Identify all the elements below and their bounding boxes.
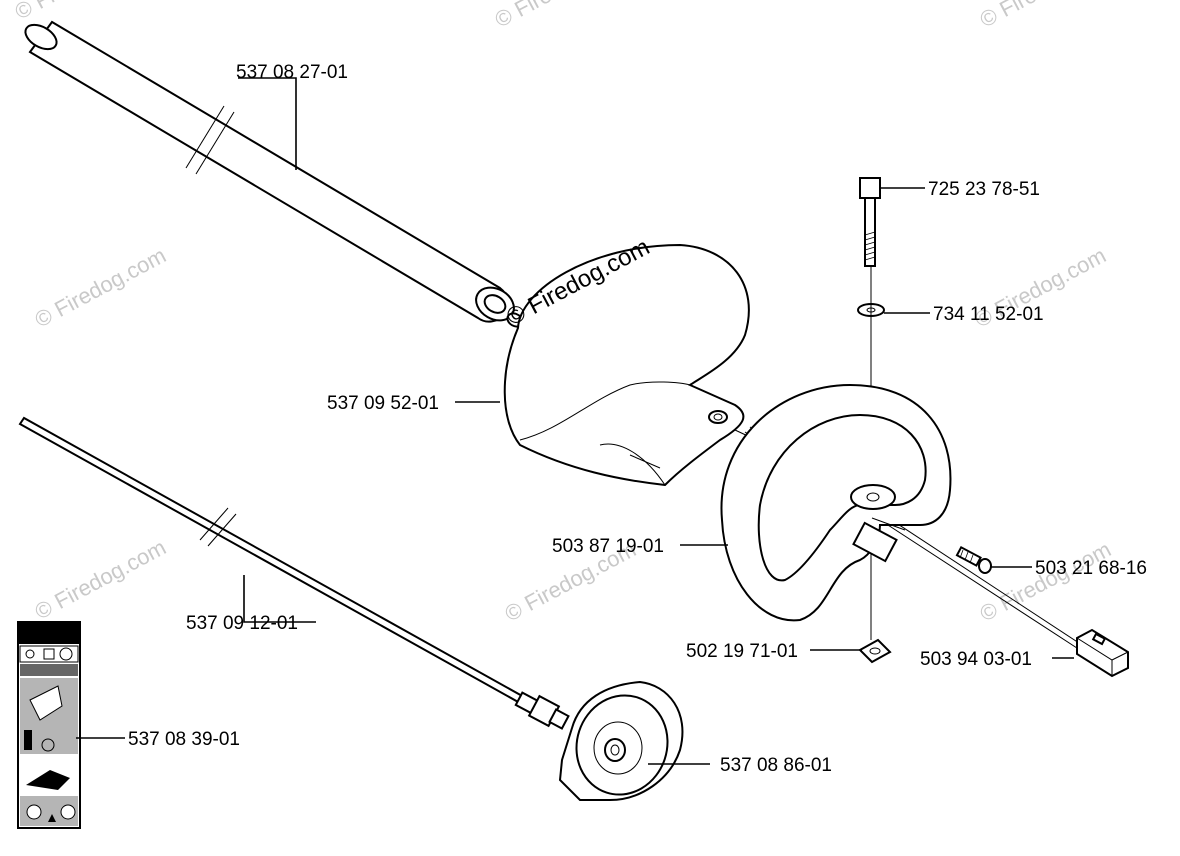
watermark-text: © Firedog.com bbox=[31, 242, 170, 332]
callout-labels: 537 08 27-01 537 09 52-01 537 09 12-01 5… bbox=[128, 62, 1147, 776]
part-number-label: 537 09 52-01 bbox=[327, 393, 439, 414]
watermark-text: © Firedog.com bbox=[31, 534, 170, 624]
part-number-label: 537 08 39-01 bbox=[128, 729, 240, 750]
screw-part[interactable] bbox=[955, 545, 992, 574]
watermark-text: © Firedog.com bbox=[11, 0, 150, 24]
part-number-label: 503 21 68-16 bbox=[1035, 558, 1147, 579]
drive-disc-part[interactable] bbox=[558, 680, 684, 806]
nut-part[interactable] bbox=[858, 638, 892, 664]
part-number-label: 734 11 52-01 bbox=[933, 304, 1044, 325]
part-number-label: 502 19 71-01 bbox=[686, 641, 798, 662]
part-number-label: 503 94 03-01 bbox=[920, 649, 1032, 670]
watermark-text: © Firedog.com bbox=[976, 536, 1115, 626]
watermark-text: © Firedog.com bbox=[491, 0, 630, 32]
part-number-label: 725 23 78-51 bbox=[928, 179, 1040, 200]
watermark-text: © Firedog.com bbox=[976, 0, 1115, 32]
leader-lines bbox=[76, 77, 1074, 765]
bolt-part[interactable] bbox=[859, 177, 881, 267]
stop-part[interactable] bbox=[1076, 628, 1129, 678]
tube-part[interactable] bbox=[21, 20, 525, 329]
part-number-label: 537 08 86-01 bbox=[720, 755, 832, 776]
decal-part[interactable] bbox=[17, 621, 81, 829]
part-number-label: 537 09 12-01 bbox=[186, 613, 298, 634]
part-number-label: 537 08 27-01 bbox=[236, 62, 348, 83]
part-number-label: 503 87 19-01 bbox=[552, 536, 664, 557]
drive-shaft-part[interactable] bbox=[18, 416, 570, 730]
guard-part[interactable] bbox=[503, 243, 751, 487]
handle-part[interactable] bbox=[720, 383, 952, 622]
